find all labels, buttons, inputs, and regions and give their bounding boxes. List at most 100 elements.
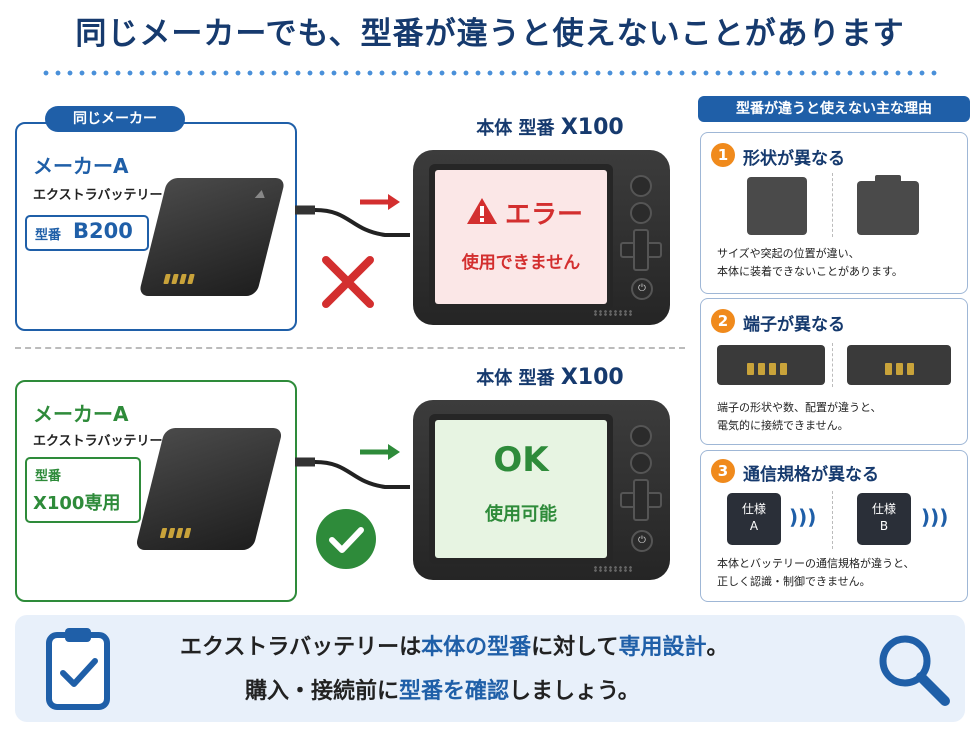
same-maker-tag: 同じメーカー bbox=[45, 106, 185, 132]
clipboard-icon bbox=[46, 628, 110, 710]
product-label-bottom: エクストラバッテリー bbox=[33, 434, 163, 449]
terminal-pin bbox=[183, 528, 192, 538]
chip-icon-b: 仕様 B bbox=[857, 493, 911, 545]
error-title: エラー bbox=[505, 200, 584, 230]
connection-graphics bbox=[295, 194, 410, 237]
dotted-divider bbox=[40, 70, 940, 76]
reason-desc: サイズや突起の位置が違い、 bbox=[717, 247, 860, 260]
reason-title: 端子が異なる bbox=[743, 315, 845, 335]
summary-text: 。 bbox=[706, 635, 729, 660]
device-label: 本体 bbox=[476, 118, 513, 139]
reason-desc: 本体に装着できないことがあります。 bbox=[717, 265, 903, 278]
reason-desc: 端子の形状や数、配置が違うと、 bbox=[717, 401, 882, 414]
battery-protrusion bbox=[875, 175, 901, 183]
device-model-prefix: 型番 bbox=[518, 118, 555, 139]
terminal-block-b bbox=[847, 345, 951, 385]
device-button bbox=[630, 175, 652, 197]
screen-error: エラー 使用できません bbox=[435, 170, 607, 304]
ok-message: 使用可能 bbox=[485, 504, 557, 525]
model-value: X100専用 bbox=[33, 493, 121, 514]
reason-number: 3 bbox=[711, 459, 735, 483]
power-icon: ⏻ bbox=[631, 278, 653, 300]
reasons-header: 型番が違うと使えない主な理由 bbox=[698, 96, 970, 122]
terminal-block-a bbox=[717, 345, 825, 385]
signal-icon: ))) bbox=[921, 505, 949, 529]
maker-label-top: メーカーA bbox=[33, 154, 129, 178]
chip-letter: A bbox=[749, 519, 759, 533]
reason-desc: 正しく認識・制御できません。 bbox=[717, 575, 871, 588]
reason-number: 2 bbox=[711, 309, 735, 333]
reason-card-terminal: 2 端子が異なる 端子の形状や数、配置が違うと、 電気的に接続できません。 bbox=[700, 298, 968, 445]
chip-label: 仕様 bbox=[741, 502, 766, 516]
model-value: B200 bbox=[73, 219, 133, 243]
device-model: X100 bbox=[560, 115, 624, 140]
terminal-pin bbox=[896, 363, 903, 375]
reason-desc: 本体とバッテリーの通信規格が違うと、 bbox=[717, 557, 915, 570]
terminal-pin bbox=[167, 528, 176, 538]
model-box-b200: 型番 B200 bbox=[25, 215, 149, 251]
terminal-pin bbox=[171, 274, 179, 284]
summary-highlight: 型番を確認 bbox=[399, 679, 510, 704]
section-divider bbox=[15, 347, 685, 349]
device-body-bottom: OK 使用可能 ⏻ bbox=[413, 400, 670, 580]
divider bbox=[832, 343, 833, 387]
terminal-pin bbox=[780, 363, 787, 375]
speaker-grille bbox=[593, 310, 633, 316]
reason-card-protocol: 3 通信規格が異なる 仕様 A ))) 仕様 B ))) 本体とバッテリーの通信… bbox=[700, 450, 968, 602]
device-button bbox=[630, 425, 652, 447]
reason-title: 通信規格が異なる bbox=[743, 465, 879, 485]
product-label-top: エクストラバッテリー bbox=[33, 188, 163, 203]
summary-text: しましょう。 bbox=[509, 679, 640, 704]
summary-text: エクストラバッテリーは bbox=[180, 635, 422, 660]
cross-icon bbox=[322, 256, 374, 308]
chip-icon-a: 仕様 A bbox=[727, 493, 781, 545]
power-icon: ⏻ bbox=[631, 530, 653, 552]
terminal-pin bbox=[885, 363, 892, 375]
terminal-pin bbox=[747, 363, 754, 375]
terminal-pin bbox=[907, 363, 914, 375]
terminal-pin bbox=[758, 363, 765, 375]
ok-title: OK bbox=[493, 440, 549, 480]
summary-text: 購入・接続前に bbox=[245, 679, 400, 704]
summary-text: に対して bbox=[531, 635, 619, 660]
battery-arrow-icon bbox=[254, 190, 267, 198]
model-box-x100: 型番 X100専用 bbox=[25, 457, 141, 523]
device-body-top: エラー 使用できません ⏻ bbox=[413, 150, 670, 325]
device-button bbox=[630, 452, 652, 474]
cable-top bbox=[314, 208, 410, 237]
summary-highlight: 専用設計 bbox=[618, 635, 707, 660]
reason-card-shape: 1 形状が異なる サイズや突起の位置が違い、 本体に装着できないことがあります。 bbox=[700, 132, 968, 294]
check-icon bbox=[316, 509, 376, 569]
chip-label: 仕様 bbox=[871, 502, 896, 516]
maker-label-bottom: メーカーA bbox=[33, 402, 129, 426]
device-model-prefix: 型番 bbox=[518, 368, 555, 389]
screen-bezel: OK 使用可能 bbox=[429, 414, 613, 564]
battery-shape-a bbox=[747, 177, 807, 235]
divider bbox=[832, 173, 833, 237]
summary-line-1: エクストラバッテリーは本体の型番に対して専用設計。 bbox=[180, 629, 729, 661]
terminal-pin bbox=[159, 528, 168, 538]
arrow-red-head bbox=[388, 194, 400, 210]
dpad-vertical bbox=[633, 229, 649, 271]
device-title-bottom: 本体 型番 X100 bbox=[430, 364, 670, 390]
terminal-pin bbox=[175, 528, 184, 538]
model-prefix: 型番 bbox=[35, 228, 62, 243]
terminal-pin bbox=[163, 274, 171, 284]
reason-desc: 電気的に接続できません。 bbox=[717, 419, 849, 432]
device-model: X100 bbox=[560, 365, 624, 390]
summary-highlight: 本体の型番 bbox=[421, 635, 532, 660]
connection-graphics-ok bbox=[295, 444, 410, 489]
page-title: 同じメーカーでも、型番が違うと使えないことがあります bbox=[75, 16, 905, 52]
summary-line-2: 購入・接続前に型番を確認しましょう。 bbox=[245, 673, 640, 705]
divider bbox=[832, 491, 833, 549]
device-label: 本体 bbox=[476, 368, 513, 389]
signal-icon: ))) bbox=[789, 505, 817, 529]
speaker-grille bbox=[593, 566, 633, 572]
battery-shape-b bbox=[857, 175, 919, 235]
terminal-pin bbox=[769, 363, 776, 375]
reason-title: 形状が異なる bbox=[743, 149, 845, 169]
terminal-pin bbox=[179, 274, 187, 284]
model-prefix: 型番 bbox=[35, 469, 62, 484]
reason-number: 1 bbox=[711, 143, 735, 167]
chip-letter: B bbox=[879, 519, 889, 533]
